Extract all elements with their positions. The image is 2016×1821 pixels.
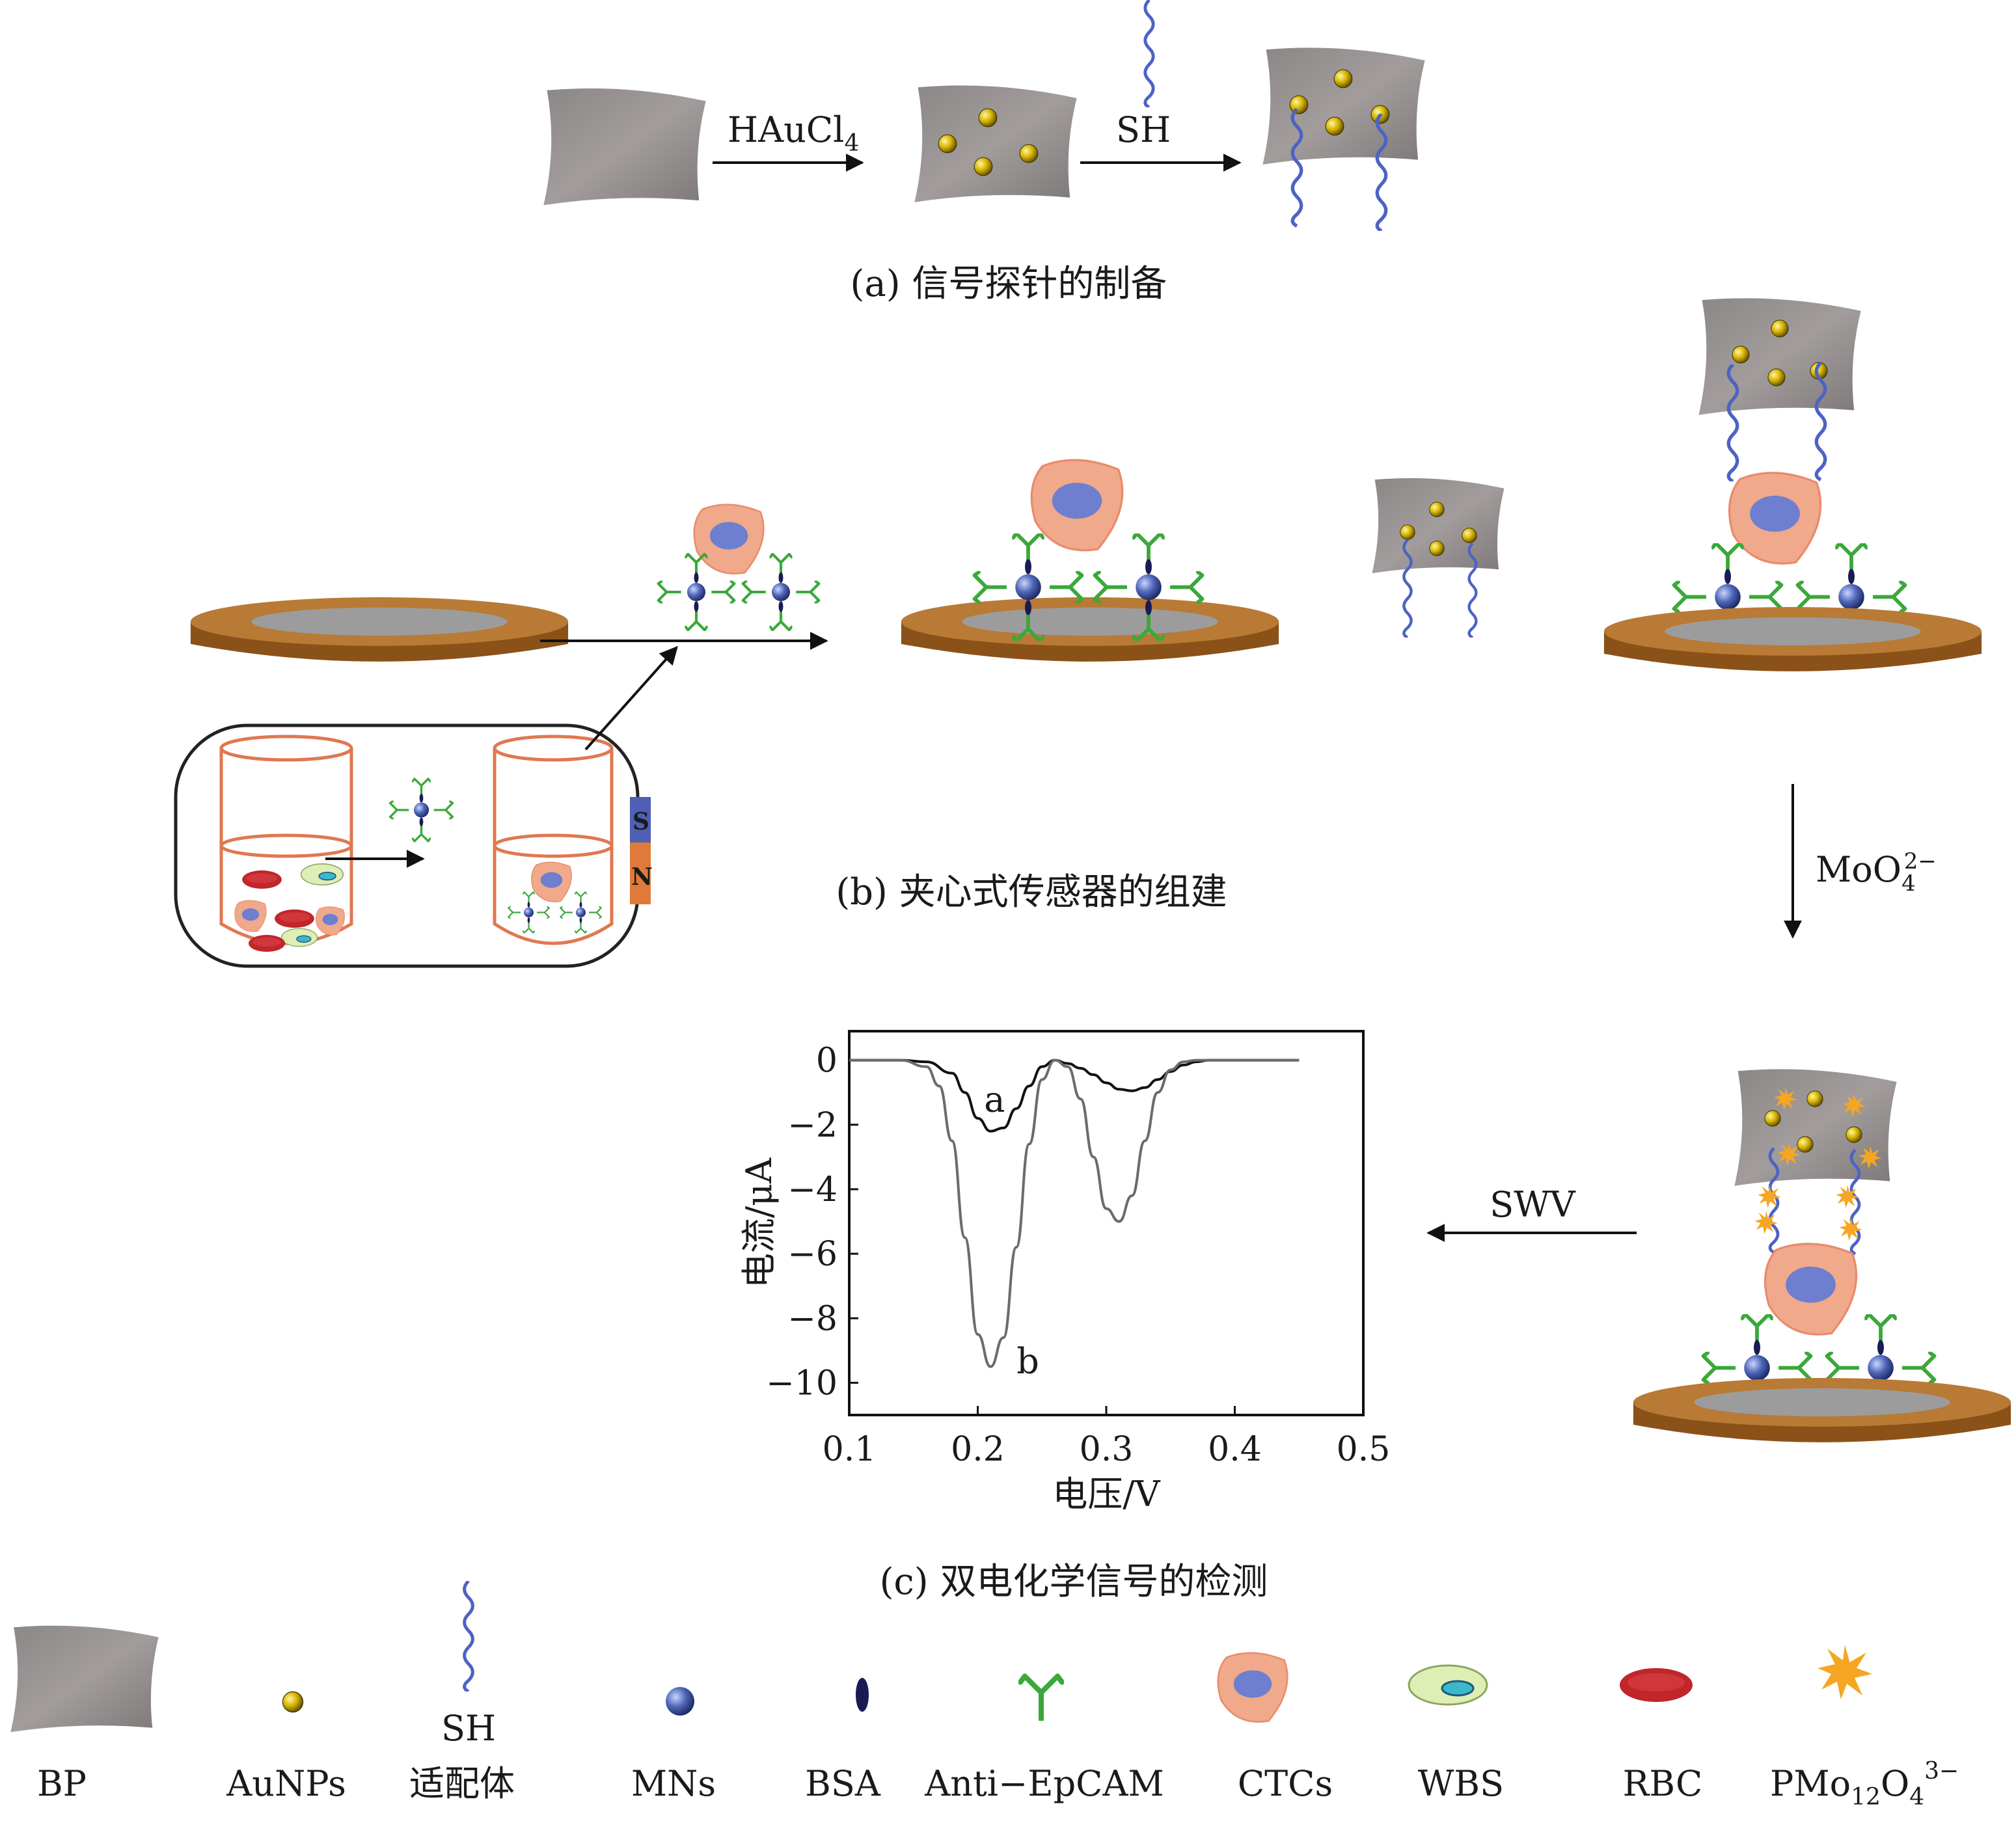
x-tick-label: 0.3	[1080, 1430, 1134, 1469]
aptamer	[1145, 0, 1153, 107]
legend-mns-icon	[666, 1687, 694, 1716]
magnet: S N	[630, 797, 653, 904]
x-axis-title: 电压/V	[1052, 1474, 1160, 1515]
legend-antibody-icon	[1020, 1676, 1062, 1719]
magnet-s-label: S	[633, 808, 649, 835]
aunp	[1400, 524, 1415, 540]
aunp	[1771, 319, 1789, 338]
legend-aptamer-label: 适配体	[409, 1763, 515, 1804]
aunp	[978, 108, 998, 128]
swv-chart: 0 −2 −4 −6 −8 −10 0.1 0.2 0.3 0.4 0.5 a b 电压/V 电流…	[739, 1030, 1391, 1515]
legend: BP AuNPs SH 适配体 MNs BSA Anti−EpCAM CTCs …	[10, 1581, 1959, 1811]
legend-pmo-icon	[1818, 1645, 1872, 1699]
mns-antibody	[390, 779, 453, 841]
y-tick-label: −10	[766, 1364, 838, 1403]
y-tick-label: −6	[787, 1235, 838, 1274]
legend-aptamer-icon	[465, 1581, 473, 1692]
reagent-sh-label: SH	[1116, 109, 1171, 150]
y-tick-label: −4	[787, 1170, 838, 1209]
legend-bsa-icon	[856, 1678, 869, 1712]
ctc-cell	[693, 504, 765, 574]
panel-b: S N (b) 夹心式传感器的组建 MoO42−	[174, 298, 1982, 968]
mns-antibody	[743, 554, 819, 630]
aunp	[1325, 116, 1344, 136]
legend-ctcs-label: CTCs	[1238, 1763, 1333, 1804]
signal-probe	[1734, 1069, 1897, 1186]
aunp	[1462, 528, 1477, 543]
series-a-label: a	[984, 1079, 1005, 1120]
electrode-final	[1633, 1378, 2011, 1442]
legend-wbs-label: WBS	[1418, 1763, 1504, 1804]
aunp	[974, 157, 993, 176]
series-line-a	[849, 1059, 1300, 1133]
legend-aunp-label: AuNPs	[226, 1763, 346, 1804]
x-axis-ticks: 0.1 0.2 0.3 0.4 0.5	[823, 1406, 1391, 1469]
x-tick-label: 0.1	[823, 1430, 877, 1469]
legend-sh-label: SH	[441, 1708, 496, 1749]
x-tick-label: 0.5	[1337, 1430, 1391, 1469]
aunp	[1289, 95, 1309, 115]
ctc-cell	[1728, 472, 1822, 565]
aunp	[1429, 502, 1445, 517]
panel-a: HAuCl4 SH (a) 信号探针的制备	[543, 0, 1425, 305]
caption-b: (b) 夹心式传感器的组建	[836, 871, 1227, 913]
reagent-haucl4-label: HAuCl4	[728, 109, 859, 157]
legend-pmo-label: PMo12O43−	[1770, 1758, 1959, 1811]
legend-rbc-label: RBC	[1623, 1763, 1703, 1804]
chart-plot-frame	[848, 1030, 1365, 1416]
x-tick-label: 0.4	[1208, 1430, 1262, 1469]
pmo-star	[1754, 1211, 1778, 1234]
ctc-cell	[1030, 459, 1124, 552]
bp-sheet-1	[543, 88, 706, 206]
signal-probe	[1698, 298, 1861, 415]
reagent-moo4-label: MoO42−	[1816, 848, 1937, 897]
electrode-sandwich	[1603, 607, 1982, 671]
legend-aunp-icon	[282, 1691, 304, 1713]
caption-c: (c) 双电化学信号的检测	[880, 1561, 1268, 1603]
tube-separated	[493, 735, 614, 945]
y-tick-label: 0	[816, 1042, 838, 1081]
arrow-capture	[584, 645, 678, 751]
caption-a: (a) 信号探针的制备	[851, 263, 1167, 305]
aunp	[1846, 1126, 1862, 1143]
chart-series	[849, 1059, 1300, 1368]
aunp	[1797, 1136, 1814, 1153]
aunp	[1333, 69, 1353, 88]
aunp	[1806, 1090, 1823, 1107]
aunp	[938, 134, 957, 154]
legend-ctc-icon	[1217, 1652, 1288, 1723]
legend-wbc-icon	[1408, 1664, 1488, 1706]
bp-sheet-3	[1262, 47, 1425, 165]
signal-probe	[1372, 478, 1505, 574]
y-axis-title: 电流/μA	[739, 1157, 780, 1288]
ctc-cell	[1764, 1243, 1858, 1336]
y-axis-ticks: 0 −2 −4 −6 −8 −10	[766, 1042, 858, 1403]
aunp	[1429, 541, 1445, 556]
electrode-bare	[190, 597, 569, 662]
legend-anti-epcam-label: Anti−EpCAM	[924, 1763, 1164, 1804]
legend-bp-icon	[10, 1625, 159, 1733]
legend-rbc-icon	[1620, 1668, 1693, 1702]
tube-sample	[219, 735, 353, 952]
aunp	[1732, 345, 1750, 364]
electrode-captured	[901, 597, 1279, 662]
magnet-n-label: N	[631, 863, 653, 891]
aunp	[1767, 368, 1786, 386]
y-tick-label: −2	[787, 1106, 838, 1145]
legend-bp-label: BP	[37, 1763, 87, 1804]
panel-c: SWV 0 −2 −4 −6 −8 −10 0.1 0.2 0.3 0.4 0.5 a b 电压/…	[739, 1030, 2011, 1603]
swv-label: SWV	[1490, 1184, 1575, 1225]
legend-bsa-label: BSA	[805, 1763, 881, 1804]
pmo-star	[1836, 1185, 1859, 1208]
legend-mns-label: MNs	[631, 1763, 716, 1804]
x-tick-label: 0.2	[951, 1430, 1005, 1469]
series-line-b	[849, 1059, 1300, 1368]
series-b-label: b	[1016, 1341, 1039, 1382]
aunp	[1764, 1110, 1781, 1127]
aunp	[1019, 144, 1039, 163]
y-tick-label: −8	[787, 1299, 838, 1338]
